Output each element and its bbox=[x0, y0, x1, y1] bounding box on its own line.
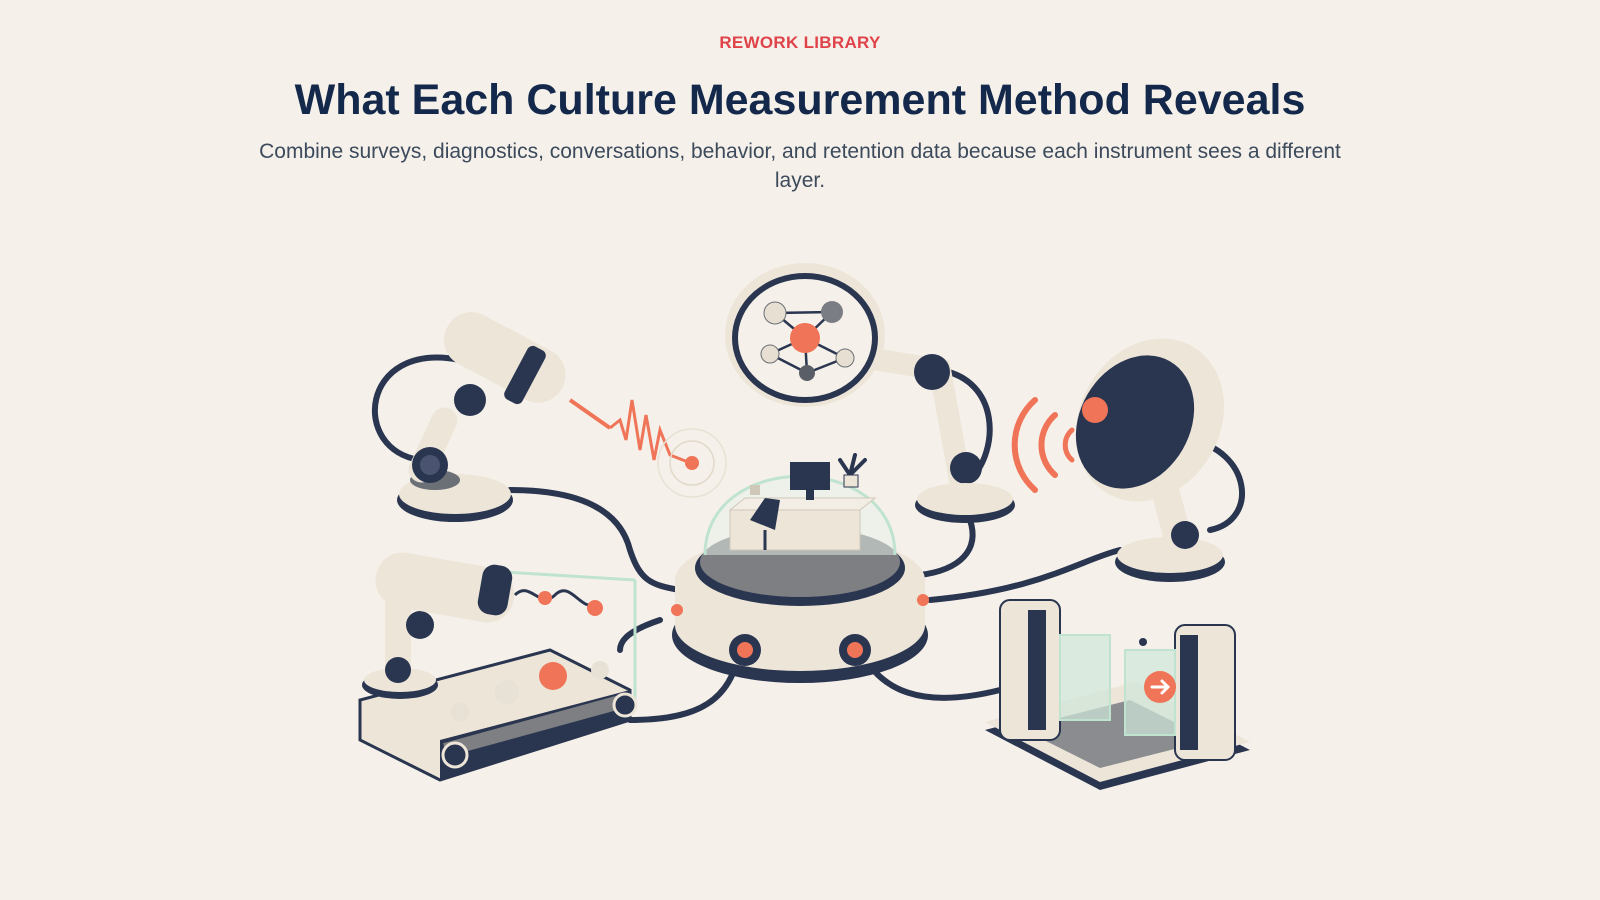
page-subtitle: Combine surveys, diagnostics, conversati… bbox=[259, 140, 1341, 192]
page-title: What Each Culture Measurement Method Rev… bbox=[294, 76, 1306, 124]
conveyor-scanner-icon bbox=[358, 552, 638, 782]
exit-gate-icon bbox=[985, 599, 1250, 790]
workspace-dome-icon bbox=[671, 453, 929, 683]
eyebrow-label: REWORK LIBRARY bbox=[719, 33, 881, 52]
broadcast-dish-icon bbox=[1011, 338, 1225, 582]
network-magnifier-icon bbox=[725, 263, 1015, 523]
measurement-illustration bbox=[358, 263, 1250, 790]
survey-probe-icon bbox=[397, 312, 727, 522]
